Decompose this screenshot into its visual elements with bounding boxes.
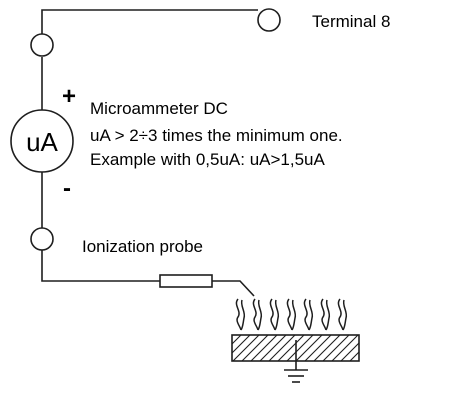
terminal-8-node	[257, 8, 281, 32]
plus-sign: +	[62, 83, 76, 110]
top-wire	[41, 9, 258, 34]
burner-plate	[231, 334, 360, 362]
probe-to-burner-wire	[212, 280, 255, 297]
probe-wire	[41, 250, 160, 282]
wires	[41, 9, 297, 370]
terminal-label: Terminal 8	[312, 12, 390, 31]
upper-left-node	[30, 33, 54, 57]
meter-note-2: Example with 0,5uA: uA>1,5uA	[90, 150, 325, 169]
meter-note-1: uA > 2÷3 times the minimum one.	[90, 126, 343, 145]
minus-sign: -	[63, 175, 71, 202]
probe-label: Ionization probe	[82, 237, 203, 256]
microammeter-symbol	[10, 109, 74, 173]
lower-left-node	[30, 227, 54, 251]
meter-title: Microammeter DC	[90, 99, 228, 118]
ground-icon	[284, 369, 308, 383]
microammeter-symbol-label: uA	[26, 127, 58, 157]
flame-icon	[235, 298, 348, 331]
ionization-probe-resistor	[159, 274, 213, 288]
